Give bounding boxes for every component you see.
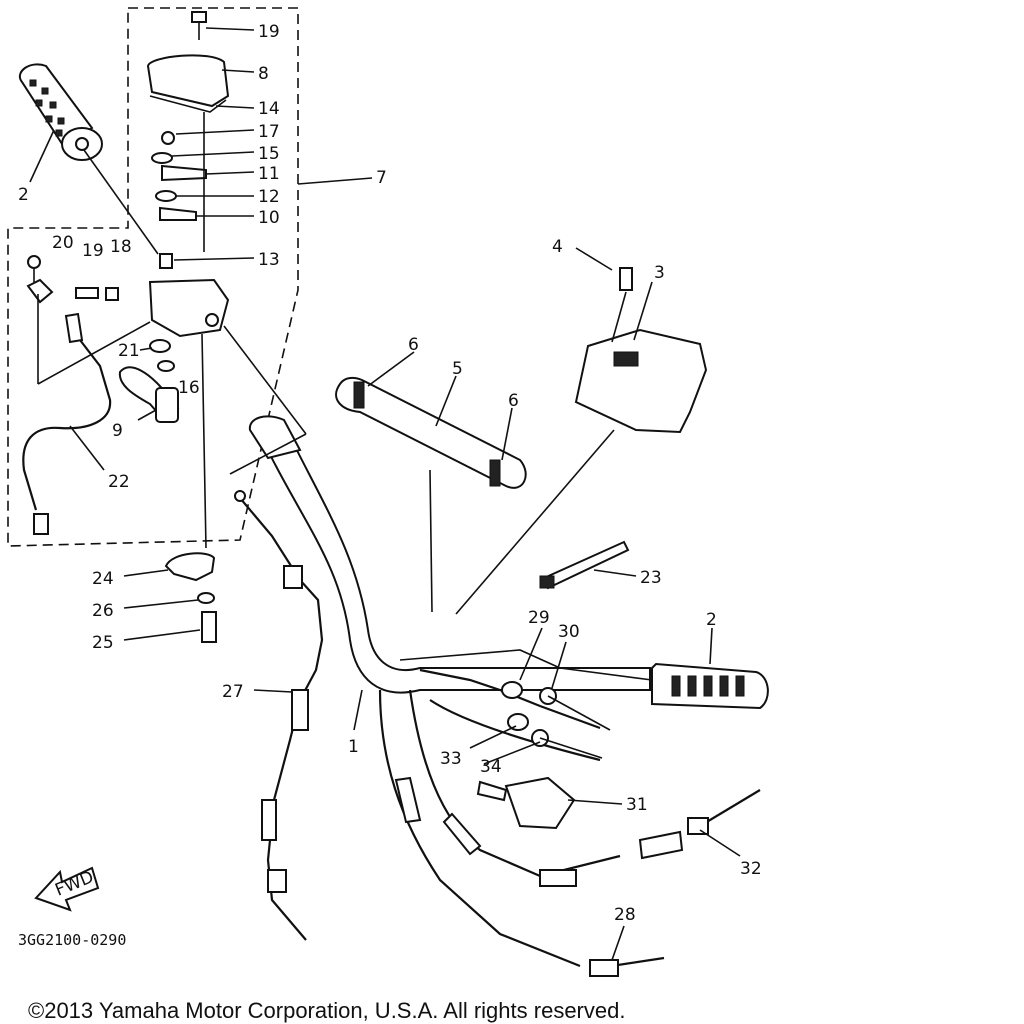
callout-24: 24 (92, 569, 114, 589)
callout-5: 5 (452, 359, 463, 379)
handlebar (248, 415, 651, 694)
cable-band (539, 540, 630, 590)
callout-12: 12 (258, 187, 280, 207)
callout-29: 29 (528, 608, 550, 628)
clamp-parts (164, 552, 217, 643)
callout-20: 20 (52, 233, 74, 253)
callout-21: 21 (118, 341, 140, 361)
callout-34: 34 (480, 757, 502, 777)
leader-lines (29, 27, 741, 961)
callout-4: 4 (552, 237, 563, 257)
callout-9: 9 (112, 421, 123, 441)
throttle-cable (234, 490, 324, 941)
callout-32: 32 (740, 859, 762, 879)
callout-10: 10 (258, 208, 280, 228)
callout-27: 27 (222, 682, 244, 702)
callout-23: 23 (640, 568, 662, 588)
callout-6-left: 6 (408, 335, 419, 355)
callout-33: 33 (440, 749, 462, 769)
callout-19: 19 (258, 22, 280, 42)
right-grip (559, 662, 769, 710)
callout-19-left: 19 (82, 241, 104, 261)
bar-pad (335, 376, 527, 613)
right-switch (455, 267, 708, 615)
callout-2-right: 2 (706, 610, 717, 630)
callout-22: 22 (108, 472, 130, 492)
drawing-code: 3GG2100-0290 (18, 931, 126, 949)
callout-3: 3 (654, 263, 665, 283)
throttle-housing-parts (22, 11, 307, 549)
callout-15: 15 (258, 144, 280, 164)
callout-28: 28 (614, 905, 636, 925)
speedometer-cable (589, 789, 761, 977)
copyright-notice: ©2013 Yamaha Motor Corporation, U.S.A. A… (28, 998, 626, 1023)
callout-13: 13 (258, 250, 280, 270)
callout-8: 8 (258, 64, 269, 84)
brake-switch (476, 776, 576, 830)
callout-25: 25 (92, 633, 114, 653)
clutch-cables (378, 668, 684, 968)
callout-2-left: 2 (18, 185, 29, 205)
callout-7: 7 (376, 168, 387, 188)
callout-14: 14 (258, 99, 280, 119)
callout-16: 16 (178, 378, 200, 398)
cable-adjusters (501, 681, 611, 759)
callout-11: 11 (258, 164, 280, 184)
fwd-arrow: FWD (34, 866, 100, 912)
callout-6-right: 6 (508, 391, 519, 411)
callout-18: 18 (110, 237, 132, 257)
throttle-assembly-box (7, 7, 373, 547)
callout-1: 1 (348, 737, 359, 757)
callout-labels: 19 8 14 17 15 11 12 10 7 13 2 20 19 18 2… (18, 22, 762, 925)
callout-17: 17 (258, 122, 280, 142)
callout-26: 26 (92, 601, 114, 621)
callout-31: 31 (626, 795, 648, 815)
callout-30: 30 (558, 622, 580, 642)
left-grip (19, 63, 103, 161)
